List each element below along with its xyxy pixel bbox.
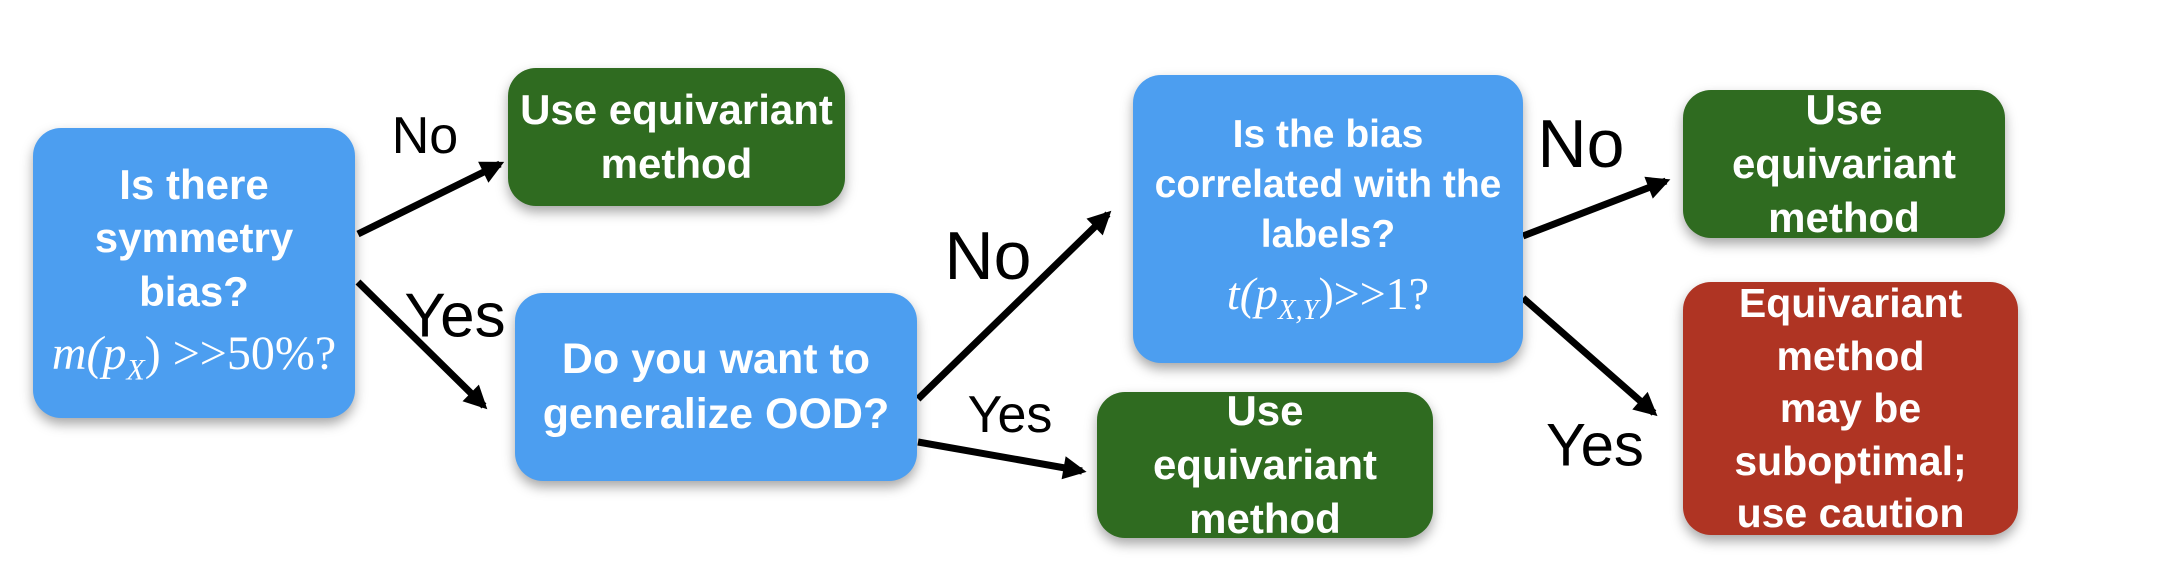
node-text-line: Is the bias — [1232, 112, 1424, 156]
node-recommend-equivariant-2: Use equivariant method — [1097, 387, 1433, 542]
node-caution-suboptimal: Equivariant method may be suboptimal; us… — [1683, 280, 2018, 536]
arrow-yes-3 — [1520, 295, 1658, 417]
node-text-line: generalize OOD? — [542, 390, 890, 438]
node-question-symmetry-bias: Is there symmetry bias? m(pX) >>50%? — [33, 128, 355, 418]
edge-label-yes-3: Yes — [1546, 411, 1644, 479]
node-text-line: Equivariant method — [1738, 280, 1963, 379]
node-recommend-equivariant-3: Use equivariant method — [1683, 86, 2005, 241]
edge-label-no-1: No — [391, 107, 459, 165]
node-text-line: labels? — [1260, 212, 1396, 256]
node-text-line: method — [1189, 494, 1341, 542]
edge-label-yes-2: Yes — [967, 386, 1053, 444]
arrow-no-3 — [1521, 176, 1671, 240]
node-text-line: may be suboptimal; — [1734, 385, 1967, 484]
node-text-line: Use equivariant — [1152, 387, 1378, 489]
edge-label-no-3: No — [1537, 106, 1625, 182]
math-expression-m-px: m(pX) >>50%? — [51, 326, 337, 387]
node-recommend-equivariant-1: Use equivariant method — [508, 68, 845, 206]
node-text-line: Is there — [119, 160, 269, 208]
node-question-generalize-ood: Do you want to generalize OOD? — [515, 293, 917, 481]
arrow-no-1 — [356, 160, 505, 238]
edge-label-yes-1: Yes — [404, 281, 506, 351]
math-expression-t-pxy: t(pX,Y)>>1? — [1226, 267, 1430, 326]
node-text-line: Use equivariant — [1731, 86, 1957, 188]
node-text-line: correlated with the — [1154, 162, 1502, 206]
node-text-line: use caution — [1736, 490, 1965, 537]
node-text-line: Do you want to — [561, 334, 871, 383]
node-text-line: method — [600, 140, 753, 187]
edge-label-no-2: No — [944, 218, 1032, 294]
node-text-line: symmetry bias? — [94, 214, 294, 316]
node-text-line: method — [1768, 193, 1920, 241]
arrow-yes-2 — [917, 438, 1087, 480]
node-question-bias-correlated: Is the bias correlated with the labels? … — [1133, 75, 1523, 363]
node-text-line: Use equivariant — [520, 86, 833, 134]
